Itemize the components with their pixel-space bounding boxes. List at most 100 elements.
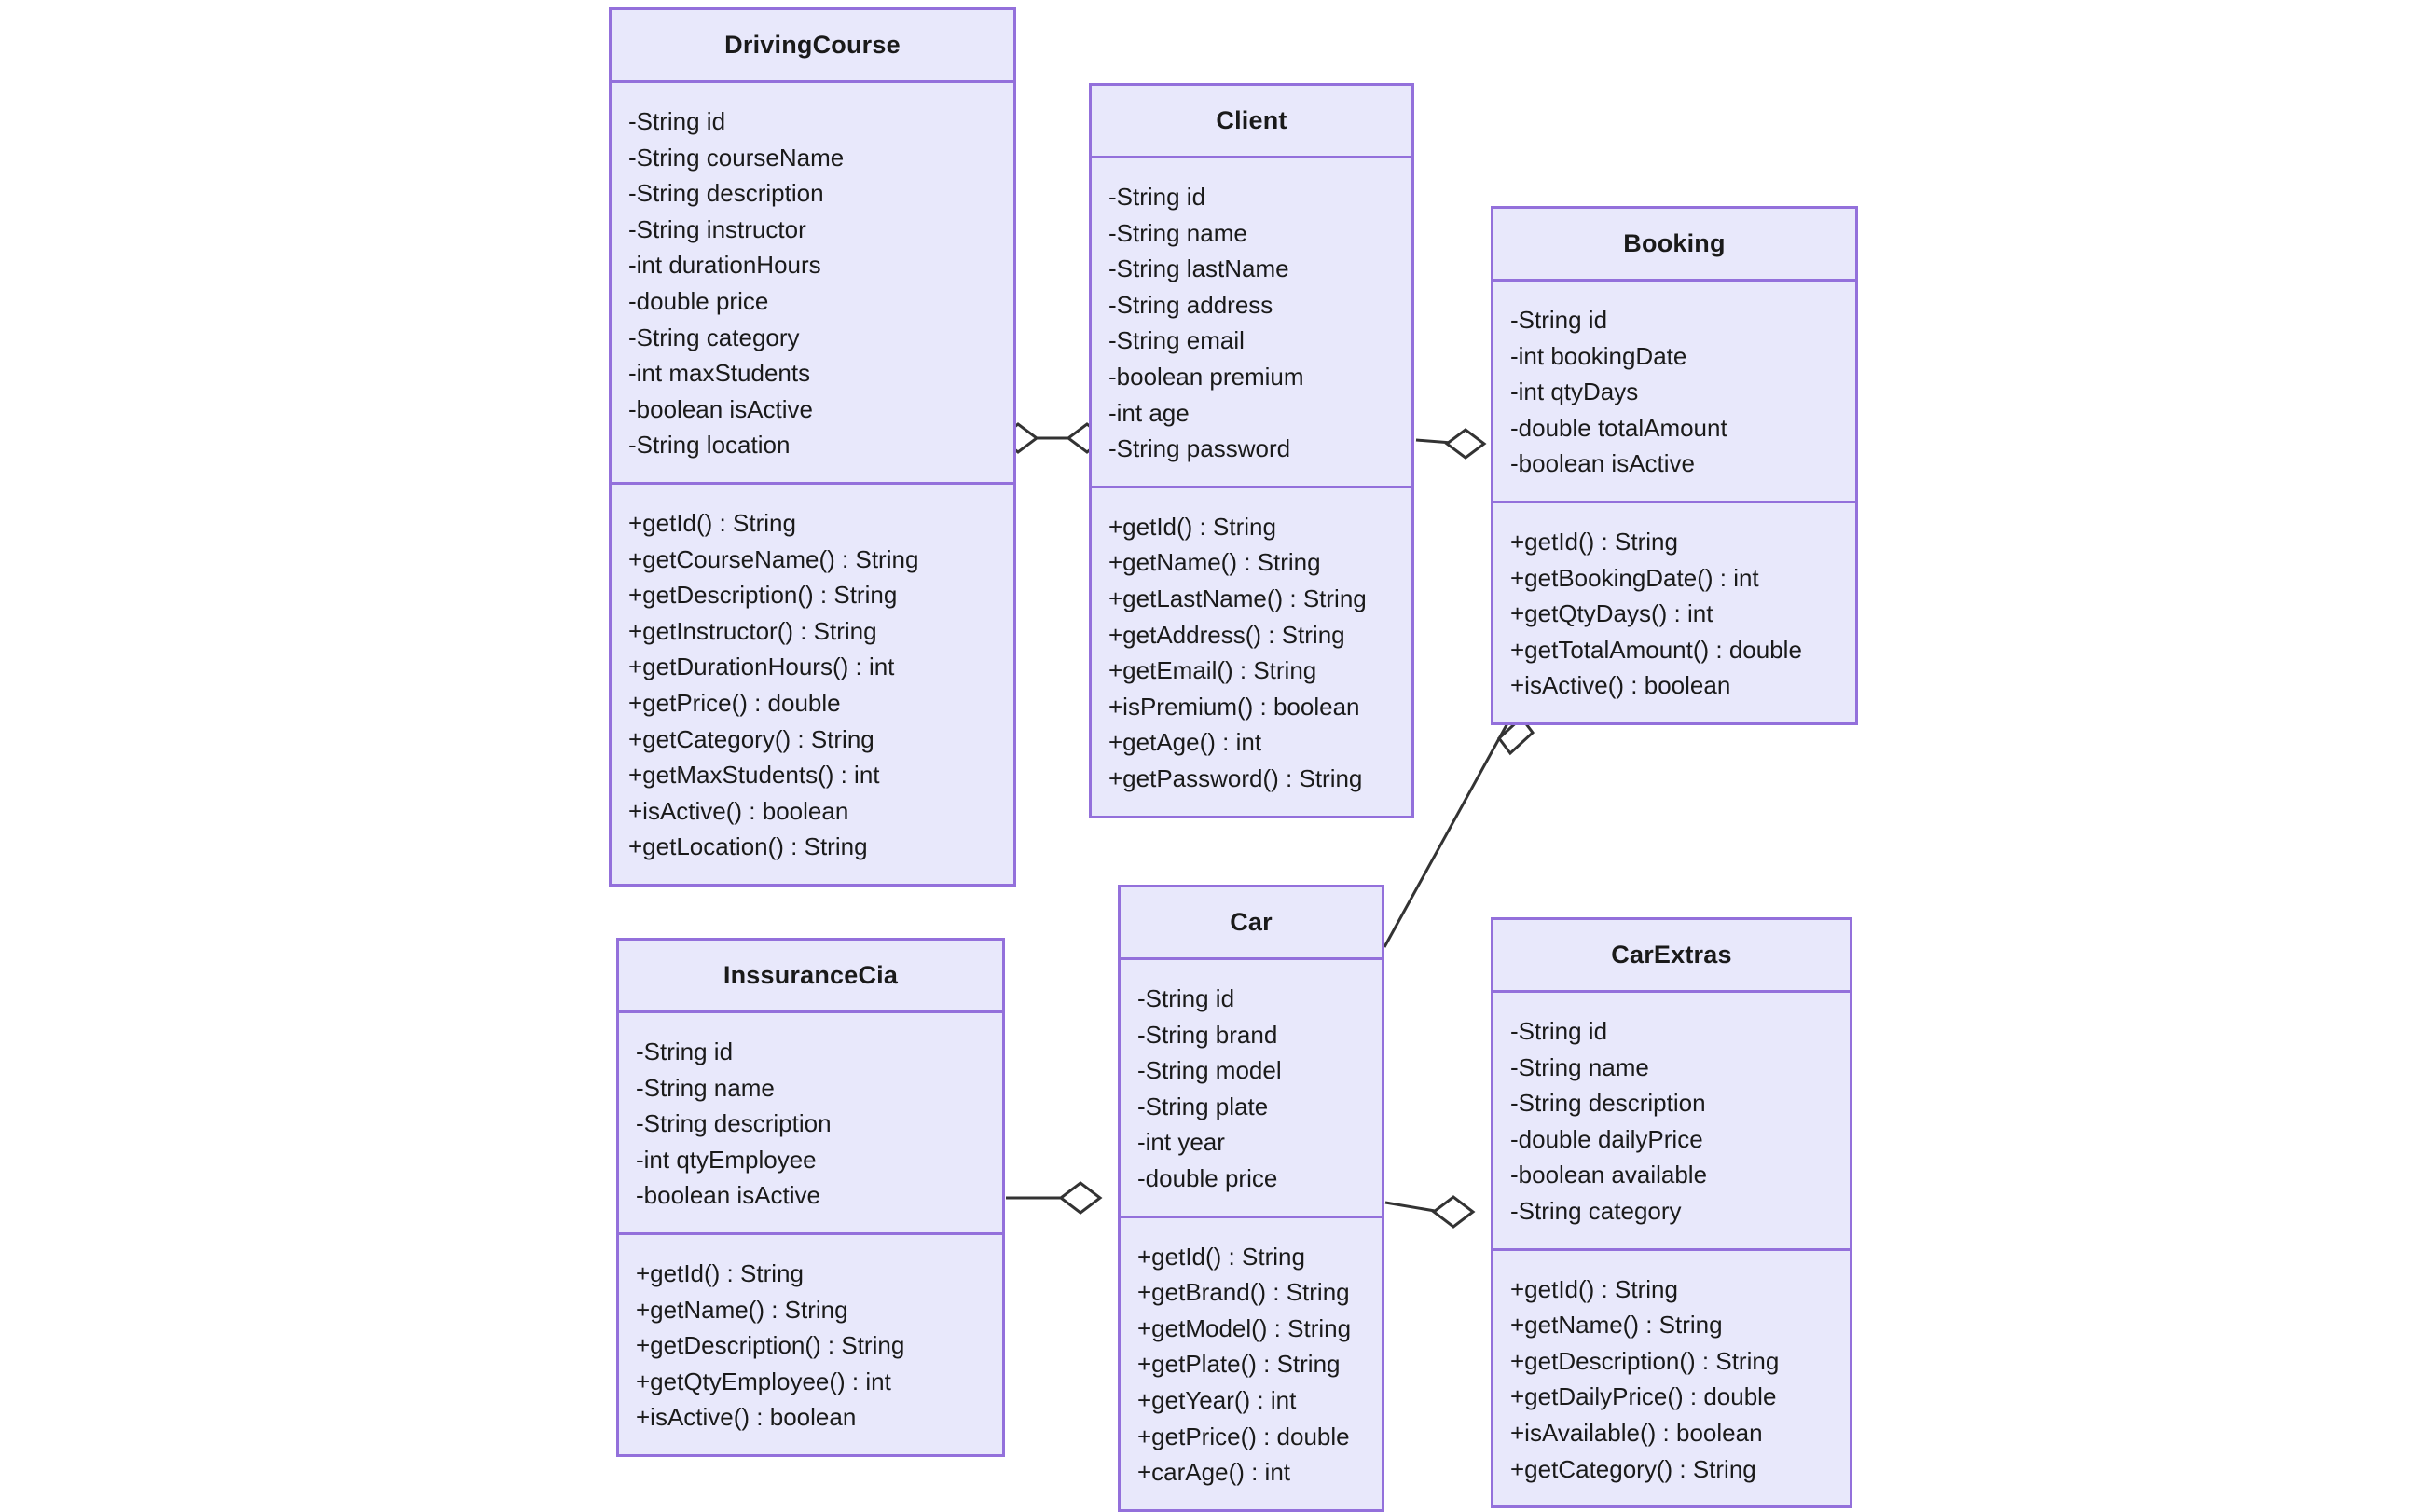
class-member: +getDescription() : String bbox=[1510, 1346, 1780, 1375]
class-member: +getInstructor() : String bbox=[628, 616, 877, 645]
class-member: -int bookingDate bbox=[1510, 341, 1687, 370]
class-box-car[interactable]: Car -String id -String brand -String model… bbox=[1118, 885, 1384, 1512]
class-member: +getPlate() : String bbox=[1137, 1350, 1341, 1379]
class-member: +getLocation() : String bbox=[628, 832, 868, 861]
class-member: +isPremium() : boolean bbox=[1108, 692, 1360, 721]
class-member: +getId() : String bbox=[1137, 1242, 1305, 1271]
class-title-booking: Booking bbox=[1493, 209, 1855, 282]
class-title-car: Car bbox=[1121, 887, 1382, 960]
class-member: +carAge() : int bbox=[1137, 1458, 1291, 1487]
class-member: -double totalAmount bbox=[1510, 413, 1727, 442]
class-title-drivingcourse: DrivingCourse bbox=[612, 10, 1013, 83]
class-member: +getName() : String bbox=[1108, 548, 1321, 577]
class-member: -String brand bbox=[1137, 1020, 1278, 1049]
class-member: +isAvailable() : boolean bbox=[1510, 1418, 1763, 1447]
class-member: -String id bbox=[636, 1038, 734, 1065]
class-member: -String email bbox=[1108, 326, 1245, 355]
class-box-drivingcourse[interactable]: DrivingCourse -String id -String courseNa… bbox=[609, 7, 1016, 887]
class-member: +getId() : String bbox=[1510, 1274, 1678, 1303]
class-member: -String instructor bbox=[628, 214, 806, 243]
class-member: -boolean premium bbox=[1108, 362, 1304, 391]
class-member: -boolean isActive bbox=[628, 394, 813, 423]
class-member: -double price bbox=[628, 286, 769, 315]
class-title-carextras: CarExtras bbox=[1493, 920, 1850, 993]
class-member: -String model bbox=[1137, 1056, 1282, 1085]
class-attributes-booking: -String id -int bookingDate -int qtyDays -d… bbox=[1493, 282, 1855, 503]
class-attributes-carextras: -String id -String name -String descriptio… bbox=[1493, 993, 1850, 1251]
class-member: -String id bbox=[1137, 984, 1235, 1012]
class-member: -boolean isActive bbox=[636, 1181, 820, 1210]
class-member: +getDescription() : String bbox=[628, 581, 898, 610]
connector-inssurancecia-car[interactable] bbox=[1006, 1181, 1103, 1215]
class-member: +getId() : String bbox=[1510, 527, 1678, 556]
class-member: +getPrice() : double bbox=[1137, 1422, 1350, 1450]
class-title-inssurancecia: InssuranceCia bbox=[619, 941, 1002, 1013]
class-box-inssurancecia[interactable]: InssuranceCia -String id-String name-Str… bbox=[616, 938, 1005, 1457]
class-attributes-client: -String id-String name-String lastName-S… bbox=[1092, 158, 1411, 488]
class-member: -String category bbox=[628, 323, 800, 351]
class-member: +getCourseName() : String bbox=[628, 544, 919, 573]
class-member: -String location bbox=[628, 431, 791, 460]
class-attributes-car: -String id -String brand -String model -Str… bbox=[1121, 960, 1382, 1218]
class-member: +getAge() : int bbox=[1108, 728, 1262, 757]
class-member: +getQtyDays() : int bbox=[1510, 599, 1713, 628]
class-member: +getLastName() : String bbox=[1108, 584, 1367, 612]
class-methods-drivingcourse: +getId() : String +getCourseName() : Stri… bbox=[612, 485, 1013, 884]
class-member: -double dailyPrice bbox=[1510, 1124, 1703, 1153]
class-member: -boolean isActive bbox=[1510, 449, 1695, 478]
class-member: -int qtyDays bbox=[1510, 378, 1639, 406]
class-member: +getModel() : String bbox=[1137, 1313, 1352, 1342]
class-member: +getPrice() : double bbox=[628, 688, 841, 717]
class-attributes-drivingcourse: -String id-String courseName-String desc… bbox=[612, 83, 1013, 485]
class-member: +getQtyEmployee() : int bbox=[636, 1367, 891, 1395]
class-member: -String id bbox=[1510, 1017, 1608, 1045]
class-methods-inssurancecia: +getId() : String +getName() : String +get… bbox=[619, 1235, 1002, 1454]
class-member: +getTotalAmount() : double bbox=[1510, 635, 1802, 664]
class-member: -String plate bbox=[1137, 1092, 1269, 1120]
class-methods-booking: +getId() : String +getBookingDate() : int… bbox=[1493, 503, 1855, 722]
class-member: -String description bbox=[1510, 1089, 1706, 1118]
class-box-carextras[interactable]: CarExtras -String id-String name-String … bbox=[1491, 917, 1852, 1509]
class-member: +getDurationHours() : int bbox=[628, 653, 895, 681]
class-box-booking[interactable]: Booking -String id -int bookingDate -int q… bbox=[1491, 206, 1858, 725]
class-member: +isActive() : boolean bbox=[1510, 671, 1731, 700]
class-methods-carextras: +getId() : String +getName() : String +get… bbox=[1493, 1251, 1850, 1506]
class-member: +getCategory() : String bbox=[628, 724, 874, 753]
class-box-client[interactable]: Client -String id-String name-String las… bbox=[1089, 83, 1414, 818]
class-methods-car: +getId() : String+getBrand() : String+ge… bbox=[1121, 1218, 1382, 1509]
class-member: +getAddress() : String bbox=[1108, 620, 1345, 649]
class-member: -String name bbox=[1510, 1052, 1649, 1081]
class-member: -String address bbox=[1108, 290, 1273, 319]
class-member: -String name bbox=[636, 1073, 775, 1102]
class-methods-client: +getId() : String +getName() : String +get… bbox=[1092, 488, 1411, 816]
class-member: +getPassword() : String bbox=[1108, 763, 1363, 792]
class-member: -String courseName bbox=[628, 143, 845, 172]
class-member: +getCategory() : String bbox=[1510, 1454, 1756, 1483]
class-member: +isActive() : boolean bbox=[636, 1403, 857, 1432]
class-member: +getName() : String bbox=[636, 1295, 848, 1324]
class-member: -double price bbox=[1137, 1163, 1278, 1192]
class-member: -String id bbox=[628, 107, 726, 135]
class-attributes-inssurancecia: -String id -String name -String descriptio… bbox=[619, 1013, 1002, 1235]
class-member: +getDailyPrice() : double bbox=[1510, 1382, 1777, 1411]
class-member: -int year bbox=[1137, 1128, 1225, 1157]
class-member: +getName() : String bbox=[1510, 1311, 1723, 1340]
class-member: +getId() : String bbox=[628, 508, 796, 537]
class-member: +getId() : String bbox=[1108, 512, 1276, 541]
class-title-client: Client bbox=[1092, 86, 1411, 158]
connector-client-booking[interactable] bbox=[1415, 428, 1487, 460]
class-member: -String id bbox=[1510, 306, 1608, 334]
class-member: -int qtyEmployee bbox=[636, 1145, 817, 1174]
class-member: +getId() : String bbox=[636, 1258, 804, 1287]
class-member: -String password bbox=[1108, 434, 1291, 463]
class-member: -String category bbox=[1510, 1196, 1682, 1225]
class-member: -String description bbox=[636, 1109, 832, 1138]
class-member: +getMaxStudents() : int bbox=[628, 761, 880, 790]
class-member: +getEmail() : String bbox=[1108, 656, 1317, 685]
class-member: +isActive() : boolean bbox=[628, 796, 849, 825]
class-member: -boolean available bbox=[1510, 1161, 1708, 1189]
class-member: +getYear() : int bbox=[1137, 1385, 1297, 1414]
connector-car-carextras[interactable] bbox=[1384, 1195, 1476, 1229]
class-member: +getBookingDate() : int bbox=[1510, 563, 1759, 592]
